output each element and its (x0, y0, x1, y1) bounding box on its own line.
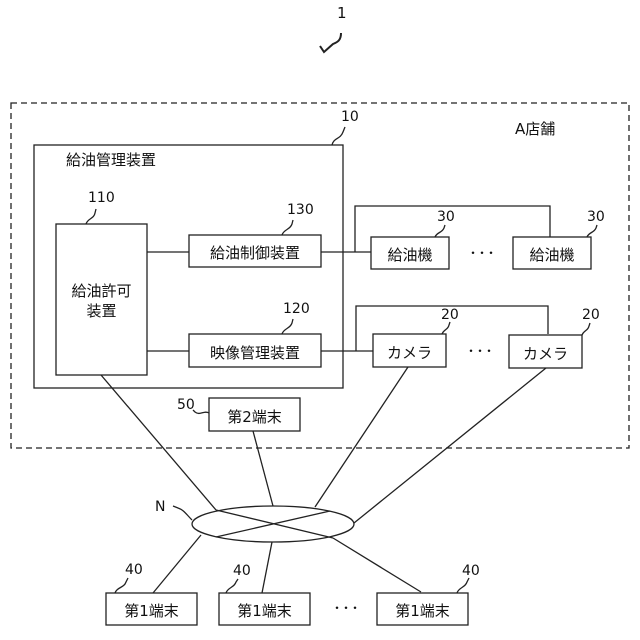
ref-40-leader-2 (226, 579, 238, 593)
ref-130: 130 (287, 203, 314, 217)
fuel-permission-device-label-1: 給油許可 (56, 280, 147, 301)
ref-40-leader-3 (457, 578, 469, 593)
ref-30-leader-1 (435, 225, 445, 237)
ref-130-leader (282, 220, 293, 235)
ref-50-leader (193, 410, 209, 413)
ref-40-3: 40 (462, 564, 480, 578)
fuel-control-device-label: 給油制御装置 (189, 242, 321, 263)
ref-120: 120 (283, 302, 310, 316)
fuel-dispenser-label-2: 給油機 (513, 244, 591, 265)
ref-110: 110 (88, 191, 115, 205)
camera-ellipsis: ・・・ (465, 345, 492, 357)
ref-40-leader-1 (115, 578, 128, 593)
first-terminal-label-1: 第1端末 (106, 600, 197, 621)
video-management-device-label: 映像管理装置 (189, 342, 321, 363)
fuel-dispenser-label-1: 給油機 (371, 244, 449, 265)
camera-label-2: カメラ (509, 343, 582, 364)
link-110-network (101, 375, 216, 510)
ref-30-leader-2 (587, 225, 597, 237)
ref-30-1: 30 (437, 210, 455, 224)
link-network-terminal-2 (262, 542, 272, 593)
camera-label-1: カメラ (373, 342, 446, 363)
ref-10-leader (332, 127, 345, 145)
figure-ref-number: 1 (337, 6, 347, 21)
ref-120-leader (282, 319, 293, 334)
ref-20-leader-2 (582, 323, 590, 335)
ref-20-2: 20 (582, 308, 600, 322)
fuel-permission-device-label-2: 装置 (56, 300, 147, 321)
second-terminal-label: 第2端末 (209, 406, 300, 427)
figure-ref-leader (320, 33, 341, 52)
ref-40-1: 40 (125, 563, 143, 577)
dispenser-ellipsis: ・・・ (467, 247, 494, 259)
first-terminal-label-3: 第1端末 (377, 600, 468, 621)
ref-110-leader (86, 209, 96, 224)
ref-40-2: 40 (233, 564, 251, 578)
terminal-ellipsis: ・・・ (331, 602, 358, 614)
link-50-network (253, 431, 273, 506)
ref-50: 50 (177, 398, 195, 412)
link-network-terminal-3 (333, 538, 421, 592)
ref-30-2: 30 (587, 210, 605, 224)
ref-N: N (155, 500, 165, 514)
store-label: A店舗 (515, 122, 555, 137)
ref-10: 10 (341, 110, 359, 124)
first-terminal-label-2: 第1端末 (219, 600, 310, 621)
fuel-management-device-label: 給油管理装置 (66, 153, 156, 168)
ref-N-leader (173, 506, 192, 520)
link-camera2-network (354, 368, 546, 523)
link-network-terminal-1 (153, 535, 201, 593)
ref-20-1: 20 (441, 308, 459, 322)
ref-20-leader-1 (442, 322, 450, 334)
